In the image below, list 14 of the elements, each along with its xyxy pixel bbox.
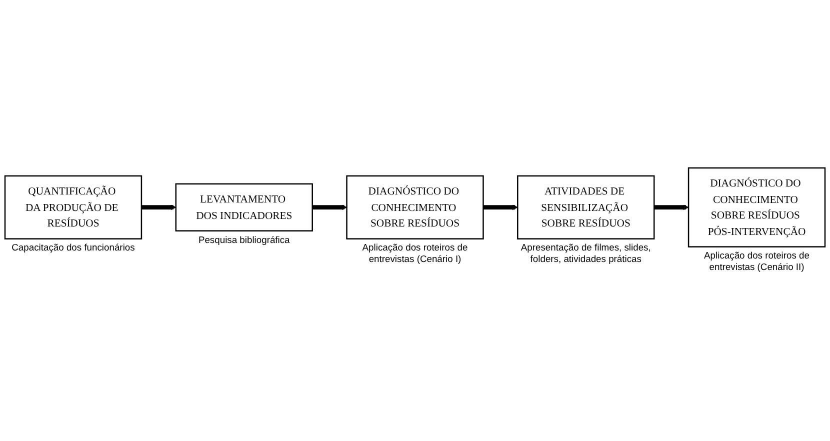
node-caption: Aplicação dos roteiros de entrevistas (Cenário I) — [361, 242, 469, 266]
node-box: QUANTIFICAÇÃO DA PRODUÇÃO DE RESÍDUOS — [4, 175, 142, 240]
node-caption: Pesquisa bibliográfica — [197, 234, 291, 246]
node-box: ATIVIDADES DE SENSIBILIZAÇÃO SOBRE RESÍDUOS — [517, 175, 655, 240]
node-caption: Aplicação dos roteiros de entrevistas (Cenário II) — [703, 250, 810, 274]
node-caption: Capacitação dos funcionários — [10, 242, 136, 254]
arrow — [483, 204, 518, 210]
arrow — [141, 204, 176, 210]
arrow — [654, 204, 689, 210]
node-box: DIAGNÓSTICO DO CONHECIMENTO SOBRE RESÍDUOS — [346, 175, 484, 240]
node-box: DIAGNÓSTICO DO CONHECIMENTO SOBRE RESÍDUOS PÓS-INTERVENÇÃO — [688, 167, 826, 248]
arrow — [312, 204, 348, 210]
node-box: LEVANTAMENTO DOS INDICADORES — [175, 183, 313, 232]
node-caption: Apresentação de filmes, slides, folders, atividades práticas — [520, 242, 652, 266]
